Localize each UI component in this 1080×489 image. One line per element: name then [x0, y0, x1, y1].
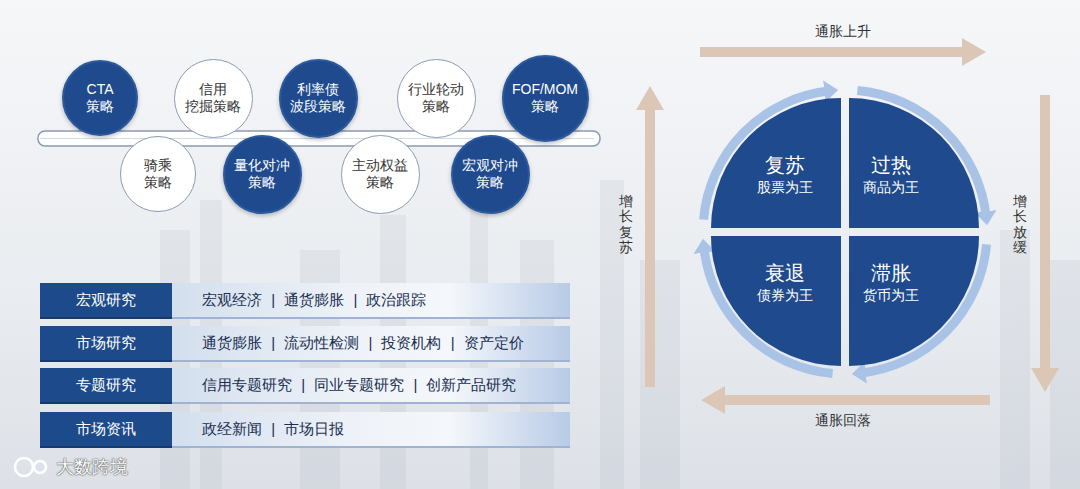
- arrow-shaft: [1040, 95, 1050, 370]
- strategy-circle-filled: FOF/MOM 策略: [502, 55, 589, 142]
- phase-name: 滞胀: [863, 260, 919, 286]
- axis-label: 通胀上升: [815, 23, 871, 41]
- building: [1000, 230, 1030, 489]
- quadrant-shape: [849, 98, 979, 228]
- quadrant-text: 过热商品为王: [863, 152, 919, 196]
- watermark-logo: [15, 458, 46, 476]
- strategy-label: 骑乘 策略: [144, 157, 172, 192]
- strategy-circle-outline: 骑乘 策略: [120, 136, 196, 212]
- axis-label: 增长放缓: [1013, 194, 1027, 256]
- bar-line: [40, 138, 594, 139]
- strategy-circle-outline: 主动权益 策略: [341, 135, 420, 214]
- quadrant-text: 滞胀货币为王: [863, 260, 919, 304]
- phase-name: 过热: [863, 152, 919, 178]
- cycle-quadrant: 滞胀货币为王: [849, 236, 979, 366]
- arrow-head: [636, 86, 664, 110]
- arrow-shaft: [645, 107, 655, 387]
- row-items: 信用专题研究 | 同业专题研究 | 创新产品研究: [172, 368, 570, 404]
- arrow-head: [962, 38, 986, 66]
- row-items: 政经新闻 | 市场日报: [172, 412, 570, 448]
- row-heading: 市场研究: [40, 326, 172, 362]
- strategy-label: CTA 策略: [86, 81, 114, 116]
- strategy-circle-filled: 利率债 波段策略: [279, 59, 358, 138]
- quadrant-sector: [849, 236, 979, 366]
- research-row: 宏观研究宏观经济 | 通货膨胀 | 政治跟踪: [40, 283, 570, 319]
- phase-name: 复苏: [757, 152, 813, 178]
- strategy-circle-filled: 量化对冲 策略: [223, 135, 302, 214]
- row-items: 通货膨胀 | 流动性检测 | 投资机构 | 资产定价: [172, 326, 570, 362]
- row-heading: 宏观研究: [40, 283, 172, 319]
- strategy-circle-filled: CTA 策略: [62, 60, 138, 136]
- logo-ring: [15, 458, 33, 476]
- research-row: 专题研究信用专题研究 | 同业专题研究 | 创新产品研究: [40, 368, 570, 404]
- arrow-head: [701, 386, 725, 414]
- row-items: 宏观经济 | 通货膨胀 | 政治跟踪: [172, 283, 570, 319]
- strategy-circle-outline: 行业轮动 策略: [397, 59, 476, 138]
- cycle-quadrant: 过热商品为王: [849, 98, 979, 228]
- research-row: 市场研究通货膨胀 | 流动性检测 | 投资机构 | 资产定价: [40, 326, 570, 362]
- building: [520, 240, 554, 489]
- quadrant-sector: [849, 98, 979, 228]
- phase-asset: 货币为王: [863, 286, 919, 304]
- quadrant-text: 衰退债券为王: [757, 260, 813, 304]
- strategy-label: 宏观对冲 策略: [462, 157, 518, 192]
- quadrant-sector: [711, 98, 841, 228]
- research-row: 市场资讯政经新闻 | 市场日报: [40, 412, 570, 448]
- strategy-label: 信用 挖掘策略: [185, 81, 241, 116]
- quadrant-sector: [711, 236, 841, 366]
- strategy-label: 利率债 波段策略: [290, 81, 346, 116]
- axis-label: 增长复苏: [619, 194, 633, 256]
- arrow-shaft: [722, 395, 990, 405]
- cycle-quadrant: 衰退债券为王: [711, 236, 841, 366]
- phase-asset: 商品为王: [863, 178, 919, 196]
- row-heading: 专题研究: [40, 368, 172, 404]
- phase-asset: 债券为王: [757, 286, 813, 304]
- arrow-shaft: [700, 47, 965, 57]
- strategy-circle-filled: 宏观对冲 策略: [451, 135, 530, 214]
- strategy-label: 行业轮动 策略: [408, 81, 464, 116]
- logo-ring: [34, 461, 46, 473]
- strategy-circle-outline: 信用 挖掘策略: [174, 59, 253, 138]
- phase-asset: 股票为王: [757, 178, 813, 196]
- row-heading: 市场资讯: [40, 412, 172, 448]
- watermark: 大数跨境: [56, 455, 128, 479]
- strategy-label: FOF/MOM 策略: [512, 81, 578, 116]
- quadrant-text: 复苏股票为王: [757, 152, 813, 196]
- arrow-head: [1031, 368, 1059, 392]
- phase-name: 衰退: [757, 260, 813, 286]
- cycle-quadrant: 复苏股票为王: [711, 98, 841, 228]
- axis-label: 通胀回落: [815, 412, 871, 430]
- strategy-label: 量化对冲 策略: [234, 157, 290, 192]
- strategy-label: 主动权益 策略: [352, 157, 408, 192]
- axis-arrows: [636, 38, 1059, 414]
